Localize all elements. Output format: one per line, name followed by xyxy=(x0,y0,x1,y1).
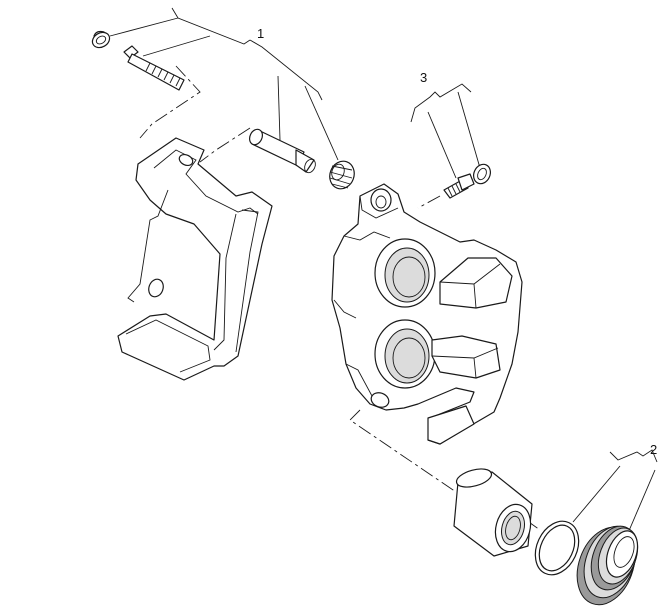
callout-1-bracket: 1 xyxy=(109,7,339,161)
dust-boot-spring xyxy=(329,160,355,190)
caliper-bracket xyxy=(117,137,273,381)
callout-3-label: 3 xyxy=(420,70,427,85)
piston-dust-boot xyxy=(576,525,639,606)
callout-2-bracket: 2 xyxy=(572,442,658,541)
guide-pin xyxy=(248,128,316,174)
piston-seal xyxy=(534,520,580,576)
guide-bolt xyxy=(123,45,185,91)
piston xyxy=(453,468,533,557)
caliper-body xyxy=(331,183,523,445)
callout-3-bracket: 3 xyxy=(410,70,481,179)
bleed-cap xyxy=(473,163,491,185)
callout-2-label: 2 xyxy=(650,442,657,457)
callout-1-label: 1 xyxy=(257,26,264,41)
bleed-screw xyxy=(443,173,475,199)
retaining-ring xyxy=(91,30,111,49)
